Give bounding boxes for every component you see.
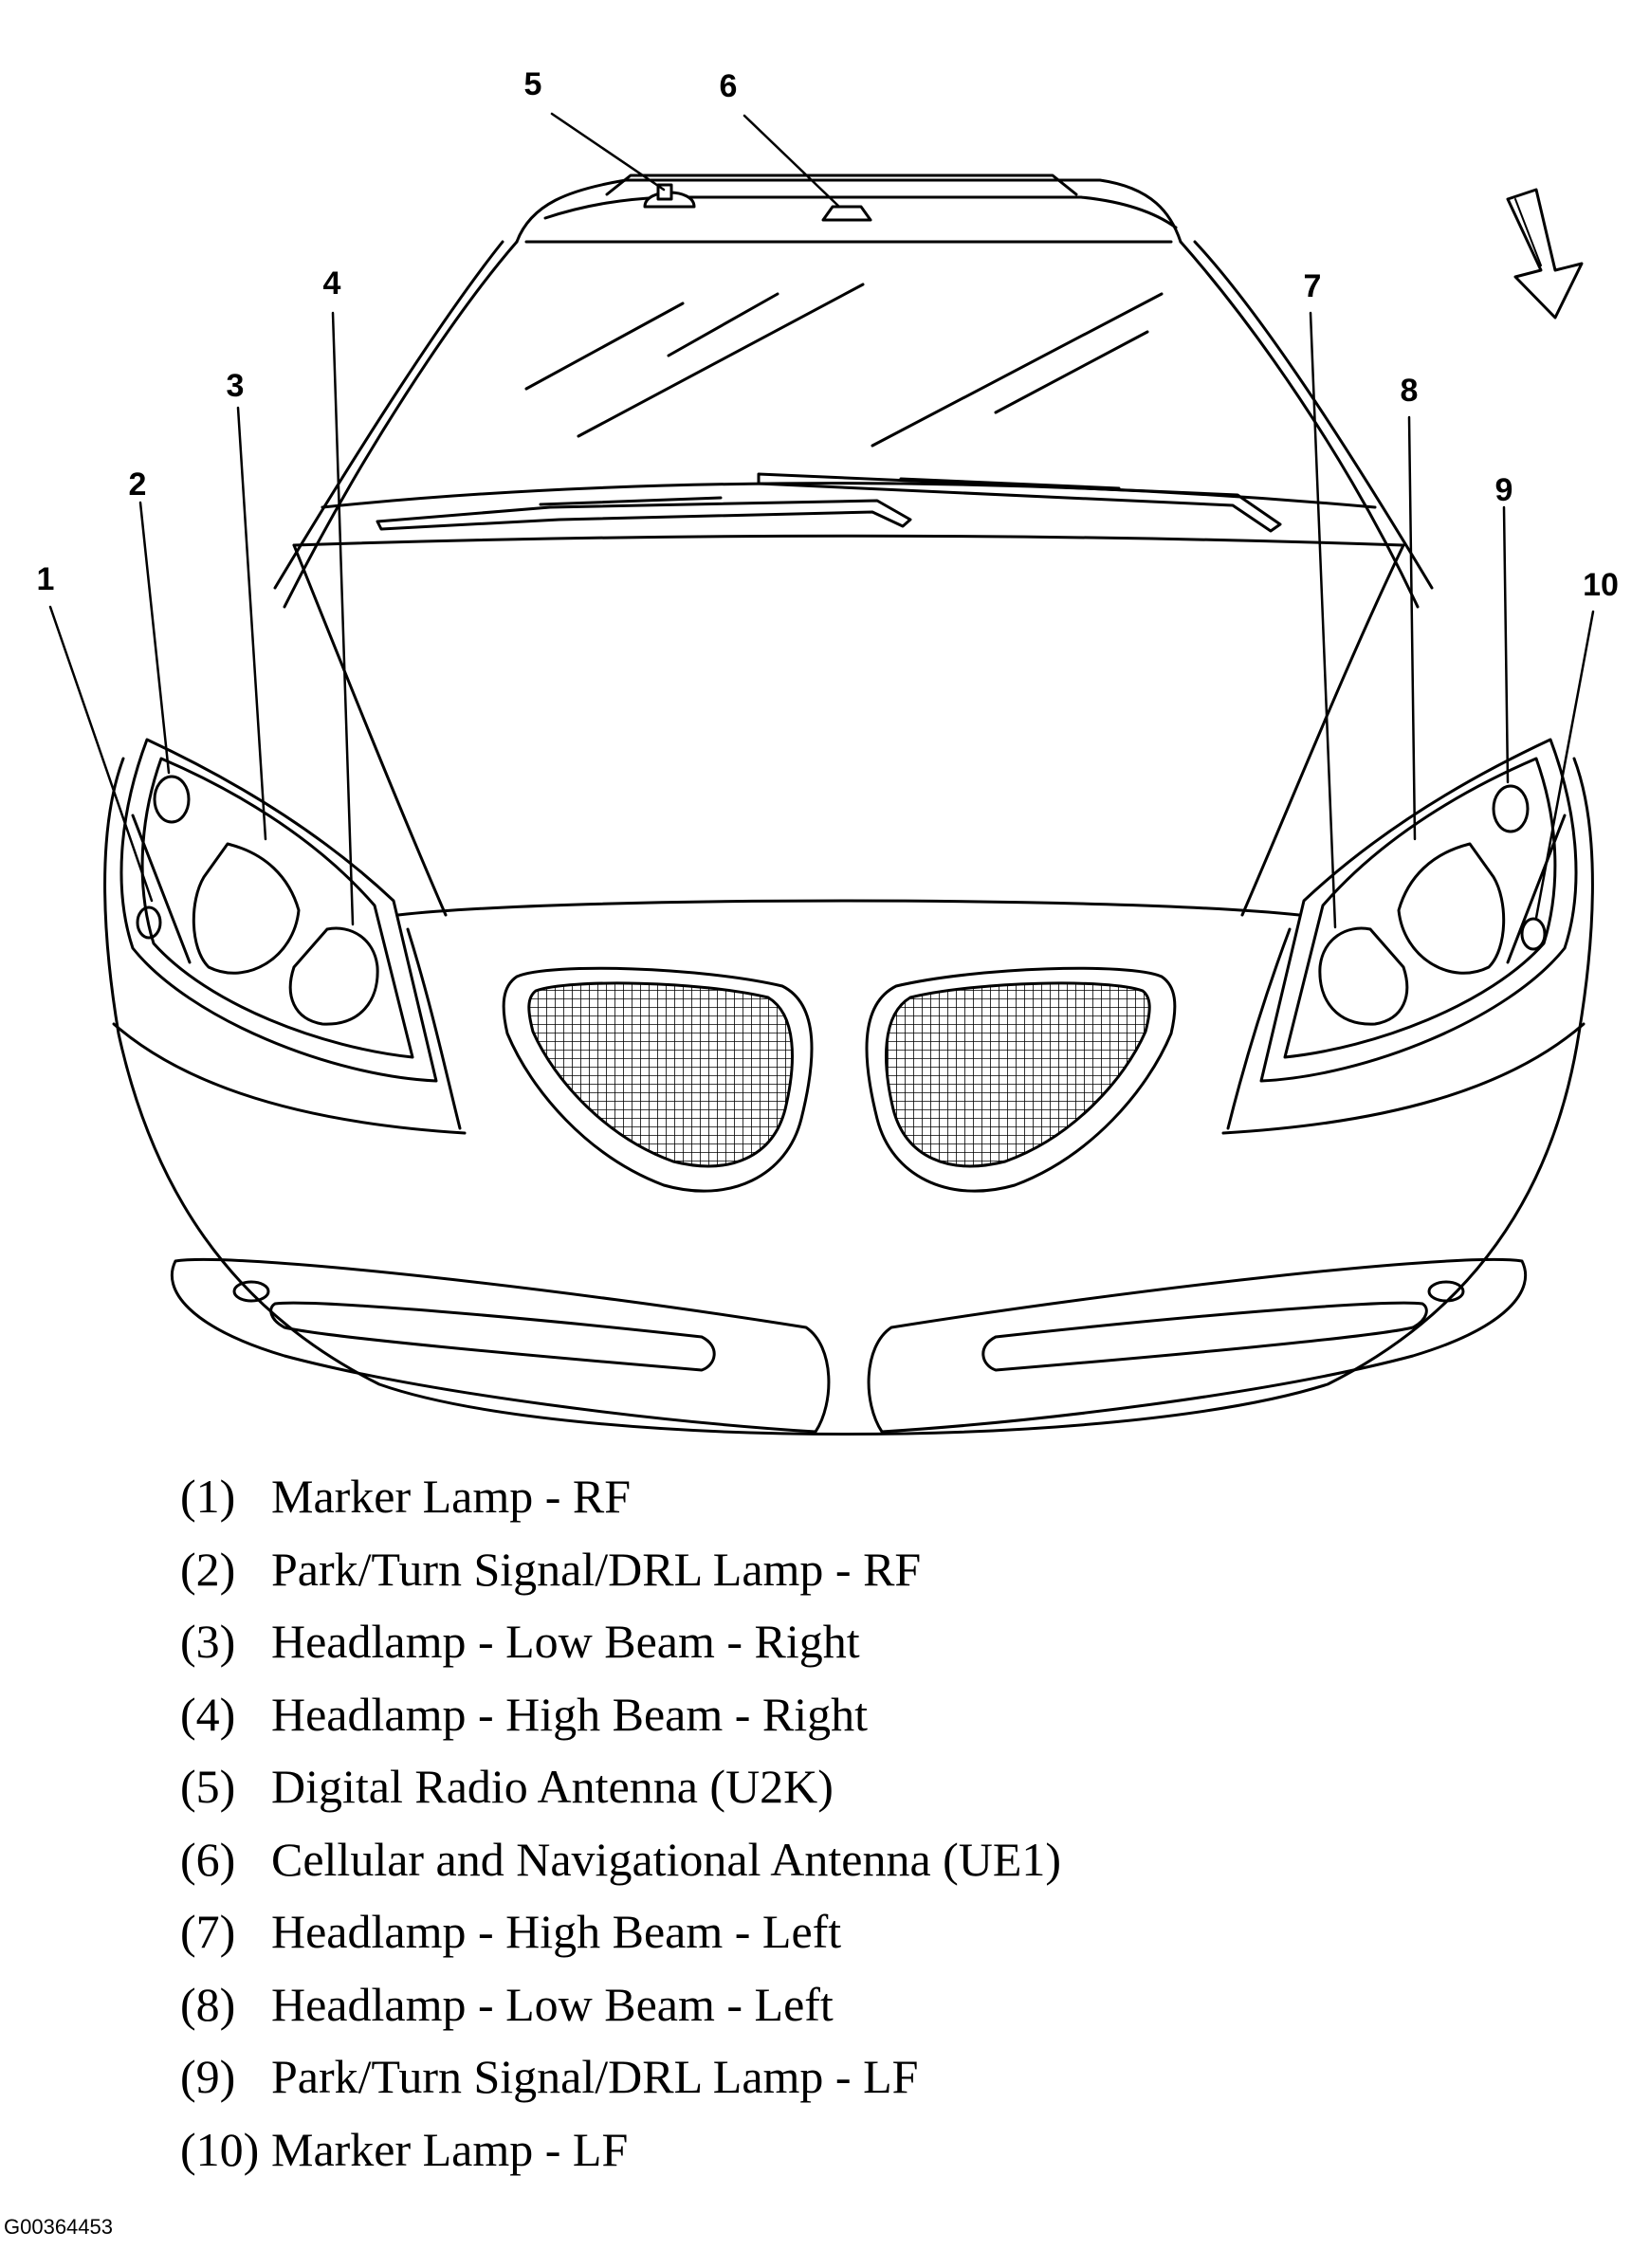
marker-lamp-rf bbox=[136, 905, 162, 940]
leader-4 bbox=[331, 311, 355, 926]
legend-item: (4) Headlamp - High Beam - Right bbox=[180, 1678, 1603, 1751]
legend-number: (3) bbox=[180, 1615, 236, 1668]
front-fascia bbox=[103, 757, 1594, 1436]
headlamp-cluster-right bbox=[119, 738, 438, 1083]
low-beam-left bbox=[1397, 842, 1506, 975]
leader-5 bbox=[550, 112, 666, 192]
callout-8: 8 bbox=[1401, 373, 1419, 409]
high-beam-left bbox=[1318, 926, 1409, 1026]
legend-label: Marker Lamp - LF bbox=[271, 2122, 629, 2176]
legend-item: (2) Park/Turn Signal/DRL Lamp - RF bbox=[180, 1533, 1603, 1606]
legend-number: (4) bbox=[180, 1687, 236, 1741]
legend: (1) Marker Lamp - RF (2) Park/Turn Signal/… bbox=[180, 1460, 1603, 2186]
hood bbox=[292, 543, 1405, 917]
leader-1 bbox=[48, 605, 154, 903]
legend-item: (6) Cellular and Navigational Antenna (UE… bbox=[180, 1823, 1603, 1896]
callout-2: 2 bbox=[129, 466, 147, 503]
legend-label: Headlamp - Low Beam - Left bbox=[271, 1977, 834, 2031]
legend-item: (8) Headlamp - Low Beam - Left bbox=[180, 1968, 1603, 2041]
roof-strip bbox=[605, 174, 1078, 196]
legend-label: Marker Lamp - RF bbox=[271, 1470, 632, 1523]
leader-3 bbox=[236, 406, 267, 841]
leader-2 bbox=[138, 501, 171, 775]
callout-10: 10 bbox=[1583, 567, 1619, 603]
leader-10 bbox=[1534, 610, 1595, 920]
low-beam-right bbox=[192, 842, 301, 975]
legend-label: Digital Radio Antenna (U2K) bbox=[271, 1760, 834, 1813]
leader-9 bbox=[1502, 505, 1510, 784]
callout-3: 3 bbox=[227, 368, 245, 404]
digital-radio-antenna bbox=[643, 183, 696, 209]
callout-numbers: 1 2 3 4 5 6 7 8 9 10 bbox=[37, 66, 1619, 603]
leader-8 bbox=[1407, 415, 1417, 841]
leader-lines bbox=[48, 112, 1595, 929]
high-beam-right bbox=[288, 926, 379, 1026]
legend-item: (3) Headlamp - Low Beam - Right bbox=[180, 1605, 1603, 1678]
legend-number: (1) bbox=[180, 1470, 236, 1523]
wipers bbox=[292, 472, 1405, 547]
grille-left bbox=[865, 966, 1177, 1193]
legend-item: (5) Digital Radio Antenna (U2K) bbox=[180, 1750, 1603, 1823]
legend-number: (5) bbox=[180, 1760, 236, 1813]
windshield bbox=[273, 178, 1434, 609]
callout-5: 5 bbox=[524, 66, 542, 102]
legend-number: (7) bbox=[180, 1905, 236, 1958]
legend-label: Headlamp - Low Beam - Right bbox=[271, 1615, 860, 1668]
callout-7: 7 bbox=[1304, 268, 1322, 304]
legend-label: Park/Turn Signal/DRL Lamp - RF bbox=[271, 1542, 922, 1596]
legend-number: (2) bbox=[180, 1542, 236, 1596]
legend-item: (9) Park/Turn Signal/DRL Lamp - LF bbox=[180, 2040, 1603, 2113]
fog-lamp-right bbox=[232, 1280, 270, 1303]
fog-lamp-left bbox=[1427, 1280, 1465, 1303]
lower-intake-right bbox=[170, 1257, 831, 1434]
legend-label: Park/Turn Signal/DRL Lamp - LF bbox=[271, 2050, 919, 2103]
car-front-illustration: 1 2 3 4 5 6 7 8 9 10 bbox=[37, 66, 1619, 1436]
front-direction-arrow-icon bbox=[1506, 188, 1584, 320]
callout-9: 9 bbox=[1495, 472, 1513, 508]
figure-id: G00364453 bbox=[4, 2215, 113, 2239]
legend-item: (10)Marker Lamp - LF bbox=[180, 2113, 1603, 2186]
legend-label: Headlamp - High Beam - Right bbox=[271, 1687, 869, 1741]
legend-number: (6) bbox=[180, 1832, 236, 1886]
legend-item: (1) Marker Lamp - RF bbox=[180, 1460, 1603, 1533]
marker-lamp-lf bbox=[1520, 917, 1547, 951]
legend-label: Cellular and Navigational Antenna (UE1) bbox=[271, 1832, 1062, 1886]
leader-6 bbox=[742, 114, 841, 209]
legend-number: (9) bbox=[180, 2050, 236, 2103]
lower-intake-left bbox=[867, 1257, 1528, 1434]
legend-number: (10) bbox=[180, 2122, 260, 2176]
callout-1: 1 bbox=[37, 561, 55, 597]
callout-4: 4 bbox=[323, 265, 341, 302]
callout-6: 6 bbox=[720, 68, 738, 104]
headlamp-cluster-left bbox=[1259, 738, 1578, 1083]
grille-right bbox=[502, 966, 814, 1193]
legend-number: (8) bbox=[180, 1977, 236, 2031]
cellular-nav-antenna bbox=[821, 205, 872, 222]
legend-item: (7) Headlamp - High Beam - Left bbox=[180, 1895, 1603, 1968]
leader-7 bbox=[1309, 311, 1337, 929]
legend-label: Headlamp - High Beam - Left bbox=[271, 1905, 842, 1958]
park-turn-lamp-rf bbox=[153, 775, 191, 824]
park-turn-lamp-lf bbox=[1492, 784, 1530, 833]
